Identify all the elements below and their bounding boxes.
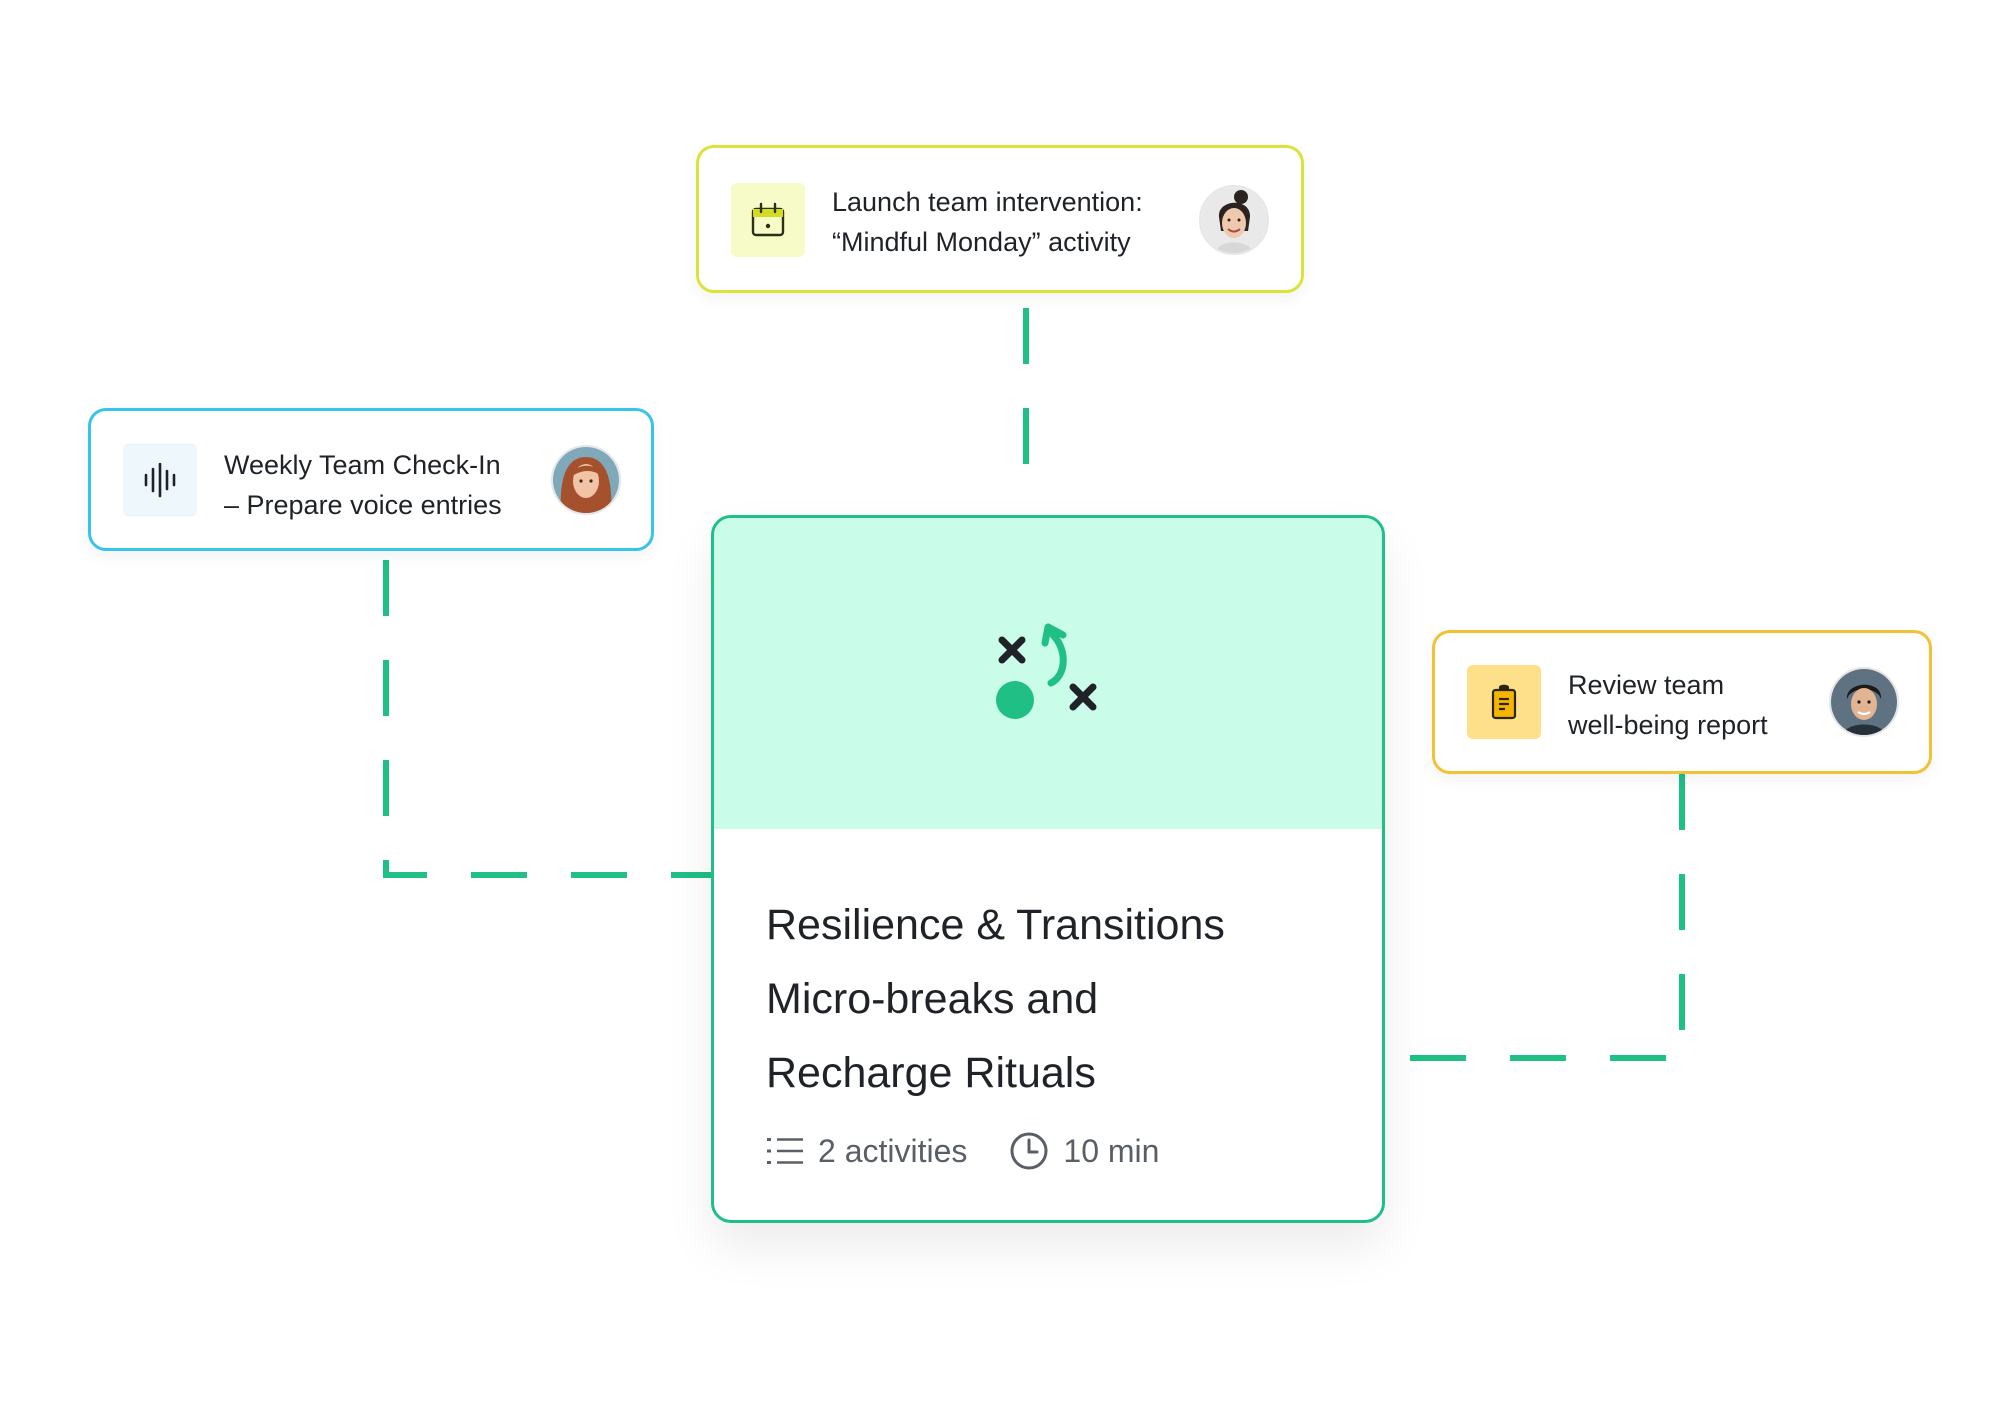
- connector-voice-to-card: [383, 560, 711, 878]
- task-card-launch-intervention[interactable]: Launch team intervention: “Mindful Monda…: [696, 145, 1304, 293]
- connector-report-to-card: [1390, 774, 1685, 1061]
- duration-label: 10 min: [1063, 1132, 1160, 1169]
- module-meta: 2 activities 10 min: [766, 1126, 1159, 1176]
- module-card-banner: [714, 518, 1382, 829]
- clock-icon: [1010, 1132, 1048, 1170]
- task-label-line-2: – Prepare voice entries: [224, 490, 502, 520]
- activities-count: 2 activities: [766, 1133, 967, 1170]
- list-icon: [767, 1138, 803, 1164]
- task-label-line-2: “Mindful Monday” activity: [832, 227, 1131, 257]
- module-title-line-1: Resilience & Transitions: [766, 901, 1225, 949]
- task-label-line-1: Review team: [1568, 670, 1725, 700]
- duration: 10 min: [1009, 1131, 1159, 1171]
- woman-smiling-avatar: [1199, 185, 1269, 255]
- task-label-line-1: Weekly Team Check-In: [224, 450, 501, 480]
- task-label: Weekly Team Check-In – Prepare voice ent…: [224, 445, 502, 525]
- activities-label: 2 activities: [818, 1132, 968, 1169]
- strategy-play-icon: [996, 623, 1097, 719]
- module-title: Resilience & Transitions Micro-breaks an…: [766, 888, 1225, 1110]
- voice-waveform-icon: [123, 443, 197, 517]
- man-dark-hair-avatar: [1829, 667, 1899, 737]
- module-card[interactable]: Resilience & Transitions Micro-breaks an…: [711, 515, 1385, 1223]
- task-label-line-2: well-being report: [1568, 710, 1768, 740]
- task-label: Launch team intervention: “Mindful Monda…: [832, 182, 1143, 262]
- calendar-icon: [731, 183, 805, 257]
- clipboard-icon: [1467, 665, 1541, 739]
- task-label-line-1: Launch team intervention:: [832, 187, 1143, 217]
- module-title-line-2: Micro-breaks and: [766, 975, 1099, 1023]
- task-label: Review team well-being report: [1568, 665, 1768, 745]
- module-title-line-3: Recharge Rituals: [766, 1049, 1096, 1097]
- woman-red-hair-avatar: [551, 445, 621, 515]
- task-card-weekly-checkin[interactable]: Weekly Team Check-In – Prepare voice ent…: [88, 408, 654, 551]
- task-card-review-report[interactable]: Review team well-being report: [1432, 630, 1932, 774]
